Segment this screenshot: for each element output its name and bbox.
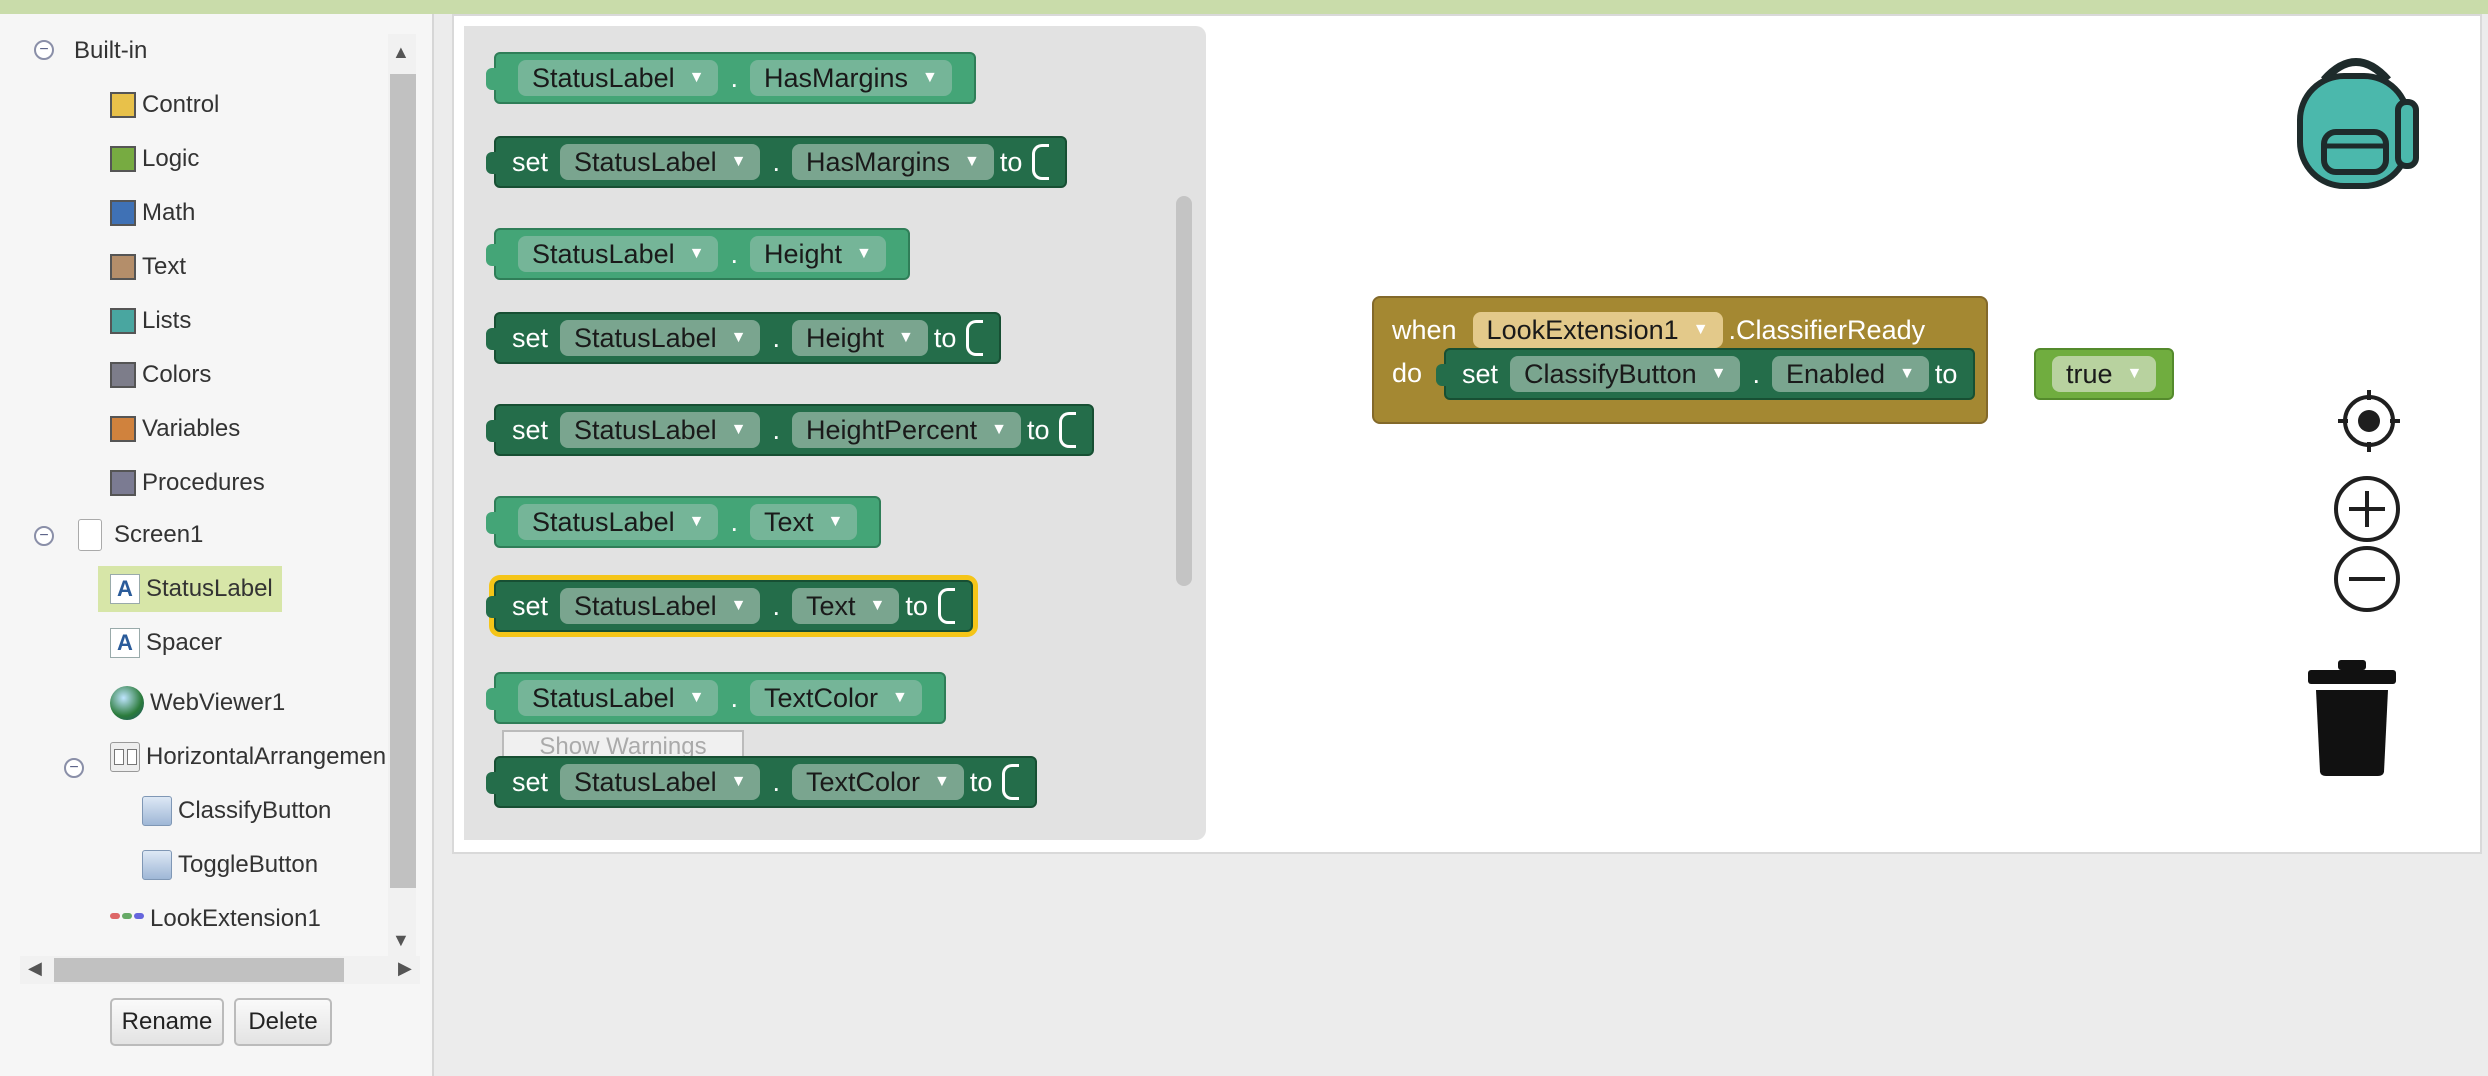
- tree-item-statuslabel[interactable]: A StatusLabel: [98, 566, 282, 612]
- component-dropdown[interactable]: StatusLabel▼: [560, 144, 761, 180]
- tree-item-lists[interactable]: Lists: [110, 298, 191, 344]
- property-dropdown[interactable]: HasMargins▼: [792, 144, 994, 180]
- setter-block-hasmargins[interactable]: set StatusLabel▼ . HasMargins▼ to: [485, 136, 1068, 188]
- globe-icon: [110, 686, 144, 720]
- horizontal-arrangement-icon: [110, 742, 140, 772]
- recenter-icon[interactable]: [2336, 388, 2402, 459]
- property-dropdown[interactable]: HasMargins▼: [749, 60, 952, 96]
- control-swatch-icon: [110, 92, 136, 118]
- text-swatch-icon: [110, 254, 136, 280]
- value-socket: [1002, 764, 1020, 800]
- tree-item-text[interactable]: Text: [110, 244, 186, 290]
- component-dropdown[interactable]: StatusLabel▼: [560, 588, 761, 624]
- property-dropdown[interactable]: Height▼: [749, 236, 886, 272]
- component-dropdown[interactable]: StatusLabel▼: [560, 412, 761, 448]
- scroll-up-arrow-icon[interactable]: ▲: [392, 42, 410, 62]
- colors-swatch-icon: [110, 362, 136, 388]
- property-dropdown[interactable]: Text▼: [792, 588, 900, 624]
- property-dropdown[interactable]: Enabled▼: [1771, 356, 1929, 392]
- property-dropdown[interactable]: TextColor▼: [749, 680, 922, 716]
- component-dropdown[interactable]: StatusLabel▼: [518, 60, 719, 96]
- tree-item-togglebutton[interactable]: ToggleButton: [142, 842, 318, 888]
- property-dropdown[interactable]: Text▼: [749, 504, 858, 540]
- tree-item-screen1[interactable]: Screen1: [78, 512, 203, 558]
- setter-block-heightpercent[interactable]: set StatusLabel▼ . HeightPercent▼ to: [485, 404, 1095, 456]
- setter-block-height[interactable]: set StatusLabel▼ . Height▼ to: [485, 312, 1002, 364]
- tree-item-lookextension1[interactable]: LookExtension1: [110, 896, 321, 942]
- label-icon: A: [110, 628, 140, 658]
- delete-button[interactable]: Delete: [234, 998, 332, 1046]
- tree-vertical-scrollbar[interactable]: ▲ ▼: [388, 34, 416, 962]
- component-dropdown[interactable]: StatusLabel▼: [560, 764, 761, 800]
- value-socket: [937, 588, 955, 624]
- math-swatch-icon: [110, 200, 136, 226]
- zoom-out-icon[interactable]: [2332, 544, 2402, 619]
- value-socket: [1059, 412, 1077, 448]
- procedures-swatch-icon: [110, 470, 136, 496]
- value-socket: [966, 320, 984, 356]
- trash-icon[interactable]: [2308, 660, 2396, 781]
- getter-block-text[interactable]: StatusLabel▼ . Text▼: [485, 496, 882, 548]
- tree-item-spacer[interactable]: A Spacer: [110, 620, 222, 666]
- tree-item-label: Built-in: [74, 37, 148, 64]
- tree-horizontal-scrollbar[interactable]: ◀ ▶: [20, 956, 420, 984]
- value-socket: [1032, 144, 1050, 180]
- top-bar: [0, 0, 2488, 14]
- component-dropdown[interactable]: StatusLabel▼: [518, 504, 719, 540]
- setter-block-textcolor[interactable]: set StatusLabel▼ . TextColor▼ to: [485, 756, 1038, 808]
- tree-item-math[interactable]: Math: [110, 190, 195, 236]
- tree-item-procedures[interactable]: Procedures: [110, 460, 265, 506]
- event-component-dropdown[interactable]: LookExtension1▼: [1472, 312, 1723, 348]
- zoom-in-icon[interactable]: [2332, 474, 2402, 549]
- button-icon: [142, 796, 172, 826]
- property-dropdown[interactable]: HeightPercent▼: [792, 412, 1021, 448]
- label-icon: A: [110, 574, 140, 604]
- button-icon: [142, 850, 172, 880]
- tree-content: − Built-in Control Logic Math Text Lists…: [0, 14, 386, 944]
- component-dropdown[interactable]: StatusLabel▼: [518, 236, 719, 272]
- boolean-true-block[interactable]: true▼: [2034, 348, 2175, 400]
- tree-item-variables[interactable]: Variables: [110, 406, 240, 452]
- tree-item-horizontalarrangement[interactable]: HorizontalArrangemen: [110, 734, 386, 780]
- tree-item-classifybutton[interactable]: ClassifyButton: [142, 788, 331, 834]
- scroll-left-arrow-icon[interactable]: ◀: [28, 958, 42, 978]
- tree-item-control[interactable]: Control: [110, 82, 219, 128]
- lists-swatch-icon: [110, 308, 136, 334]
- rename-button[interactable]: Rename: [110, 998, 224, 1046]
- getter-block-hasmargins[interactable]: StatusLabel▼ . HasMargins▼: [486, 52, 976, 104]
- scroll-right-arrow-icon[interactable]: ▶: [398, 958, 412, 978]
- tree-item-webviewer1[interactable]: WebViewer1: [110, 680, 285, 726]
- setter-block-text[interactable]: set StatusLabel▼ . Text▼ to: [486, 580, 973, 632]
- collapse-builtin-toggle[interactable]: −: [34, 40, 54, 60]
- do-label: do: [1392, 358, 1423, 388]
- event-header: when LookExtension1▼ .ClassifierReady: [1392, 306, 1925, 354]
- scrollbar-thumb[interactable]: [390, 74, 416, 888]
- boolean-dropdown[interactable]: true▼: [2052, 356, 2157, 392]
- property-dropdown[interactable]: Height▼: [792, 320, 928, 356]
- collapse-horizontalarrangement-toggle[interactable]: −: [64, 758, 84, 778]
- scrollbar-thumb[interactable]: [54, 958, 344, 982]
- component-dropdown[interactable]: StatusLabel▼: [518, 680, 719, 716]
- extension-icon: [110, 913, 144, 925]
- setter-block-classifybutton-enabled[interactable]: set ClassifyButton▼ . Enabled▼ to: [1435, 348, 1976, 400]
- screen-icon: [78, 519, 102, 551]
- component-dropdown[interactable]: ClassifyButton▼: [1510, 356, 1741, 392]
- getter-block-height[interactable]: StatusLabel▼ . Height▼: [486, 228, 910, 280]
- backpack-icon[interactable]: [2286, 50, 2426, 197]
- tree-item-builtin[interactable]: Built-in: [74, 28, 147, 74]
- tree-item-colors[interactable]: Colors: [110, 352, 211, 398]
- property-dropdown[interactable]: TextColor▼: [792, 764, 964, 800]
- component-dropdown[interactable]: StatusLabel▼: [560, 320, 761, 356]
- getter-block-textcolor[interactable]: StatusLabel▼ . TextColor▼: [486, 672, 946, 724]
- flyout-scrollbar[interactable]: [1176, 196, 1192, 586]
- tree-item-logic[interactable]: Logic: [110, 136, 199, 182]
- logic-swatch-icon: [110, 146, 136, 172]
- collapse-screen1-toggle[interactable]: −: [34, 526, 54, 546]
- scroll-down-arrow-icon[interactable]: ▼: [392, 930, 410, 950]
- variables-swatch-icon: [110, 416, 136, 442]
- blocks-tree-panel: − Built-in Control Logic Math Text Lists…: [0, 14, 434, 1076]
